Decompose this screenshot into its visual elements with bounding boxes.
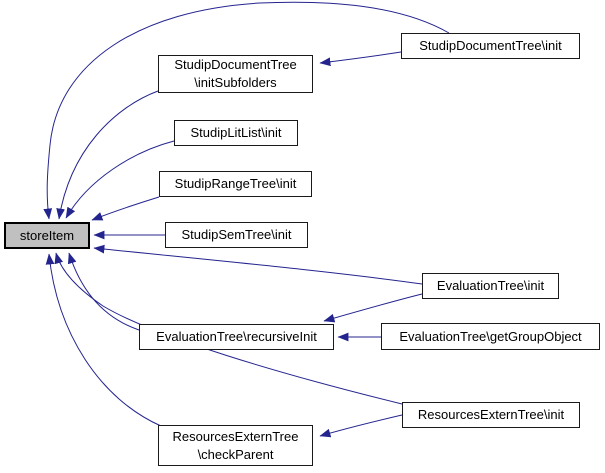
edge-resourcesexterntree-init-to-checkparent bbox=[319, 414, 403, 438]
node-storeitem: storeItem bbox=[4, 222, 90, 249]
node-evaluation-tree-get-group-object[interactable]: EvaluationTree\getGroupObject bbox=[381, 323, 600, 350]
node-resources-extern-tree-check-parent[interactable]: ResourcesExternTree \checkParent bbox=[158, 425, 313, 466]
edge-evaluationtree-init-to-recursiveinit bbox=[323, 293, 423, 323]
node-evaluation-tree-init[interactable]: EvaluationTree\init bbox=[422, 273, 559, 299]
edge-studiplitlist-init-to-storeitem bbox=[65, 140, 175, 219]
edge-recursiveinit-to-storeitem bbox=[67, 252, 140, 331]
node-studip-sem-tree-init[interactable]: StudipSemTree\init bbox=[165, 222, 308, 248]
edge-studiprangetree-init-to-storeitem bbox=[91, 196, 160, 221]
edge-checkparent-to-storeitem bbox=[45, 253, 162, 427]
edge-studipdocumenttree-init-to-initsubfolders bbox=[319, 51, 402, 67]
node-resources-extern-tree-init[interactable]: ResourcesExternTree\init bbox=[402, 402, 580, 428]
edge-evaluationtree-init-to-storeitem bbox=[93, 244, 423, 285]
node-studip-range-tree-init[interactable]: StudipRangeTree\init bbox=[159, 171, 312, 197]
node-studip-document-tree-init[interactable]: StudipDocumentTree\init bbox=[401, 33, 580, 59]
node-studip-lit-list-init[interactable]: StudipLitList\init bbox=[174, 120, 298, 146]
edge-initsubfolders-to-storeitem bbox=[56, 90, 159, 220]
node-evaluation-tree-recursive-init[interactable]: EvaluationTree\recursiveInit bbox=[139, 324, 334, 350]
edge-studipdocumenttree-init-to-storeitem bbox=[43, 1, 450, 220]
node-studip-document-tree-init-subfolders[interactable]: StudipDocumentTree \initSubfolders bbox=[158, 55, 313, 93]
